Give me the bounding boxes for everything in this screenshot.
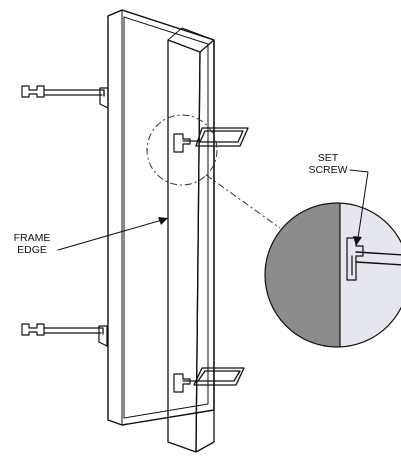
detail-callout-circle bbox=[146, 114, 218, 186]
left-upper-bracket bbox=[21, 85, 109, 109]
detail-magnified-view bbox=[264, 202, 401, 348]
set-screw-label: SET SCREW bbox=[308, 152, 369, 246]
frame-edge-label-line1: FRAME bbox=[14, 232, 51, 244]
set-screw-label-line2: SCREW bbox=[308, 164, 347, 176]
frame-edge-arrowhead bbox=[158, 217, 168, 225]
set-screw-leader bbox=[349, 169, 369, 239]
detail-leader-line bbox=[205, 174, 281, 229]
front-lower-bracket bbox=[173, 367, 245, 393]
set-screw-label-line1: SET bbox=[318, 152, 339, 164]
frame-edge-leader bbox=[57, 219, 163, 251]
set-screw-arrowhead bbox=[353, 236, 362, 246]
frame-edge-label-line2: EDGE bbox=[17, 244, 47, 256]
panel-face bbox=[123, 16, 209, 419]
frame-edge-label: FRAME EDGE bbox=[14, 217, 168, 256]
front-upper-bracket bbox=[173, 127, 249, 153]
left-lower-bracket bbox=[21, 323, 108, 347]
front-door-frame bbox=[167, 27, 215, 453]
